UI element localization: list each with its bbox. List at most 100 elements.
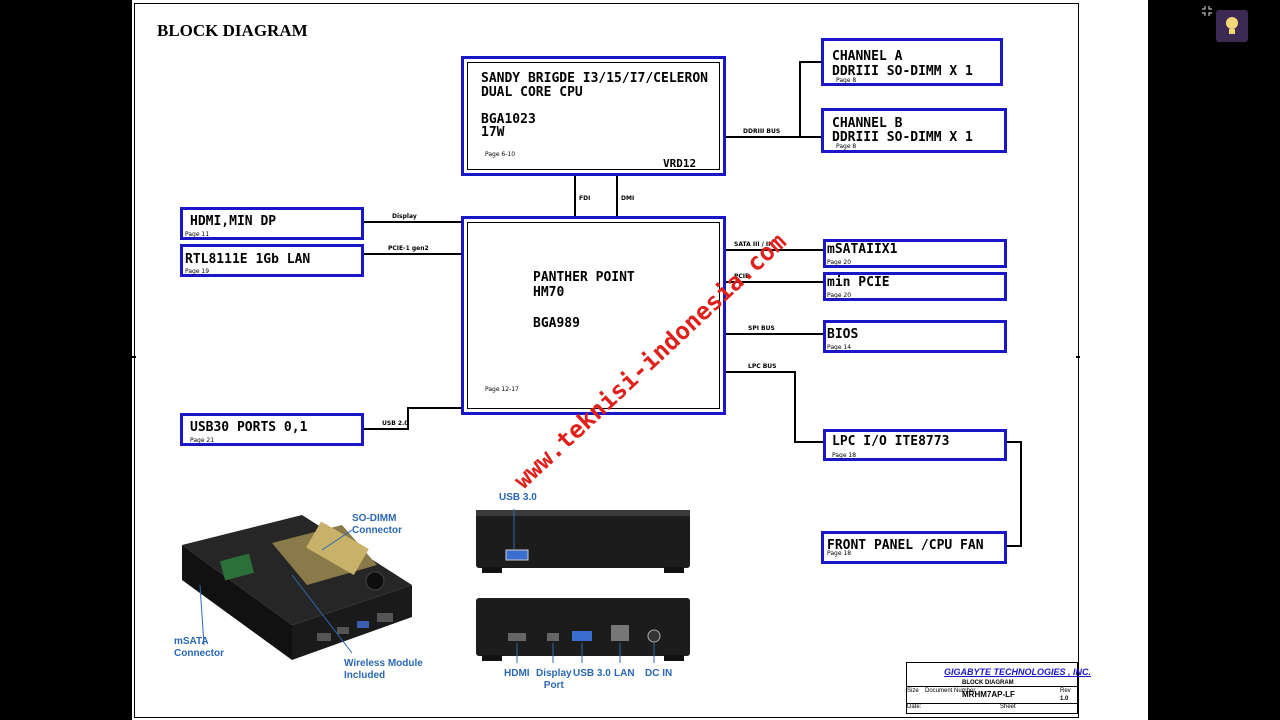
pch-inner <box>467 222 720 409</box>
pch-line2: HM70 <box>533 285 565 300</box>
collapse-icon[interactable] <box>1200 3 1214 17</box>
pch-block <box>461 216 726 415</box>
channel-a-page: Page 8 <box>836 77 857 84</box>
usb2-line-v <box>407 407 409 430</box>
frame-tick <box>1076 356 1080 358</box>
bios-label: BIOS <box>827 327 859 342</box>
front-panel-label: FRONT PANEL /CPU FAN <box>827 538 984 553</box>
title-block-divider <box>906 686 1077 687</box>
fp-line-v <box>1020 441 1022 547</box>
size-label: Size <box>907 688 919 694</box>
date-label: Date: <box>907 704 922 710</box>
lpc-label: LPC I/O ITE8773 <box>832 434 950 449</box>
wireless-caption: Wireless Module Included <box>344 658 423 681</box>
cpu-page: Page 6-10 <box>485 151 516 158</box>
channel-b-line2: DDRIII SO-DIMM X 1 <box>832 130 973 145</box>
lpc-page: Page 18 <box>832 452 857 459</box>
usb2-label: USB 2.0 <box>382 420 409 427</box>
channel-b-page: Page 8 <box>836 143 857 150</box>
channel-a-line1: CHANNEL A <box>832 49 903 64</box>
pcie-label: min PCIE <box>827 275 890 290</box>
rev-value: 1.0 <box>1060 696 1069 702</box>
front-view-photo <box>476 509 690 573</box>
sheet-label: Sheet <box>1000 704 1016 710</box>
rev-label: Rev <box>1060 688 1071 694</box>
usb2-line-h1 <box>364 428 408 430</box>
lan-caption: LAN <box>614 668 635 679</box>
pch-line1: PANTHER POINT <box>533 270 635 285</box>
spi-label: SPI BUS <box>748 325 775 332</box>
rear-view-photo <box>476 598 690 663</box>
frame-tick <box>132 356 136 358</box>
hdmi-caption: HDMI <box>504 668 530 679</box>
front-panel-block <box>821 531 1007 564</box>
lpc-line-v <box>794 371 796 442</box>
front-panel-page: Page 18 <box>827 550 852 557</box>
dmi-label: DMI <box>621 195 635 202</box>
sheet-frame <box>134 3 1079 718</box>
sata-label: SATA III / II <box>734 241 771 248</box>
lan-label: RTL8111E 1Gb LAN <box>185 252 311 267</box>
msata-label: mSATAIIX1 <box>827 242 898 257</box>
company-name: GIGABYTE TECHNOLOGIES , INC. <box>944 667 1092 677</box>
display-bus-label: Display <box>392 213 417 220</box>
hdmi-label: HDMI,MIN DP <box>190 214 277 229</box>
usb3-caption: USB 3.0 <box>573 668 611 679</box>
display-bus-line <box>364 221 461 223</box>
usb-block <box>180 413 364 446</box>
doc-title: BLOCK DIAGRAM <box>962 680 1014 686</box>
cpu-inner <box>467 62 720 170</box>
ddr-bus-label: DDRIII BUS <box>743 128 781 135</box>
displayport-caption: Display Port <box>536 668 572 691</box>
pch-line3: BGA989 <box>533 316 580 331</box>
title-block <box>906 662 1078 714</box>
cpu-vrd: VRD12 <box>663 157 697 170</box>
cpu-line3: BGA1023 <box>481 112 536 127</box>
msata-block <box>823 239 1007 268</box>
fp-line-h1 <box>1007 441 1021 443</box>
fp-line-h2 <box>1007 545 1022 547</box>
hdmi-block <box>180 207 364 240</box>
bios-block <box>823 320 1007 353</box>
lan-block <box>180 244 364 277</box>
pcie-bus-label: PCIE <box>734 273 750 280</box>
lpc-line-h1 <box>726 371 795 373</box>
msata-caption: mSATA Connector <box>174 636 224 659</box>
usb-label: USB30 PORTS 0,1 <box>190 420 308 435</box>
dcin-caption: DC IN <box>645 668 673 679</box>
lpc-bus-label: LPC BUS <box>748 363 777 370</box>
channel-a-block <box>821 38 1003 86</box>
fdi-label: FDI <box>579 195 591 202</box>
cpu-block <box>461 56 726 176</box>
sata-line <box>726 249 823 251</box>
doc-number: MRHM7AP-LF <box>962 690 1015 699</box>
cpu-line4: 17W <box>481 125 505 140</box>
ddr-bus-vertical <box>799 61 801 137</box>
docnum-label: Document Number <box>925 688 976 694</box>
fdi-line <box>574 176 576 217</box>
page-title: BLOCK DIAGRAM <box>157 21 308 40</box>
pcie-block <box>823 272 1007 301</box>
pcie-line <box>726 281 823 283</box>
usb3-top-caption: USB 3.0 <box>499 492 537 503</box>
channel-b-block <box>821 108 1007 153</box>
pch-page: Page 12-17 <box>485 386 519 393</box>
title-block-divider <box>906 703 1077 704</box>
usb2-line-h2 <box>407 407 461 409</box>
usb-page: Page 21 <box>190 437 215 444</box>
spi-line <box>726 333 823 335</box>
lightbulb-icon[interactable] <box>1216 10 1248 42</box>
dmi-line <box>616 176 618 217</box>
channel-b-line1: CHANNEL B <box>832 116 903 131</box>
ddr-bus-to-a <box>799 61 821 63</box>
lpc-line-h2 <box>794 441 823 443</box>
pcie-page: Page 20 <box>827 292 852 299</box>
cpu-line1: SANDY BRIGDE I3/15/I7/CELERON <box>481 71 708 86</box>
schematic-sheet: BLOCK DIAGRAM SANDY BRIGDE I3/15/I7/CELE… <box>132 0 1148 720</box>
mini-pc-photo <box>182 515 412 660</box>
sodimm-caption: SO-DIMM Connector <box>352 513 402 536</box>
msata-page: Page 20 <box>827 259 852 266</box>
bios-page: Page 14 <box>827 344 852 351</box>
lan-page: Page 19 <box>185 268 210 275</box>
lpc-block <box>823 429 1007 461</box>
